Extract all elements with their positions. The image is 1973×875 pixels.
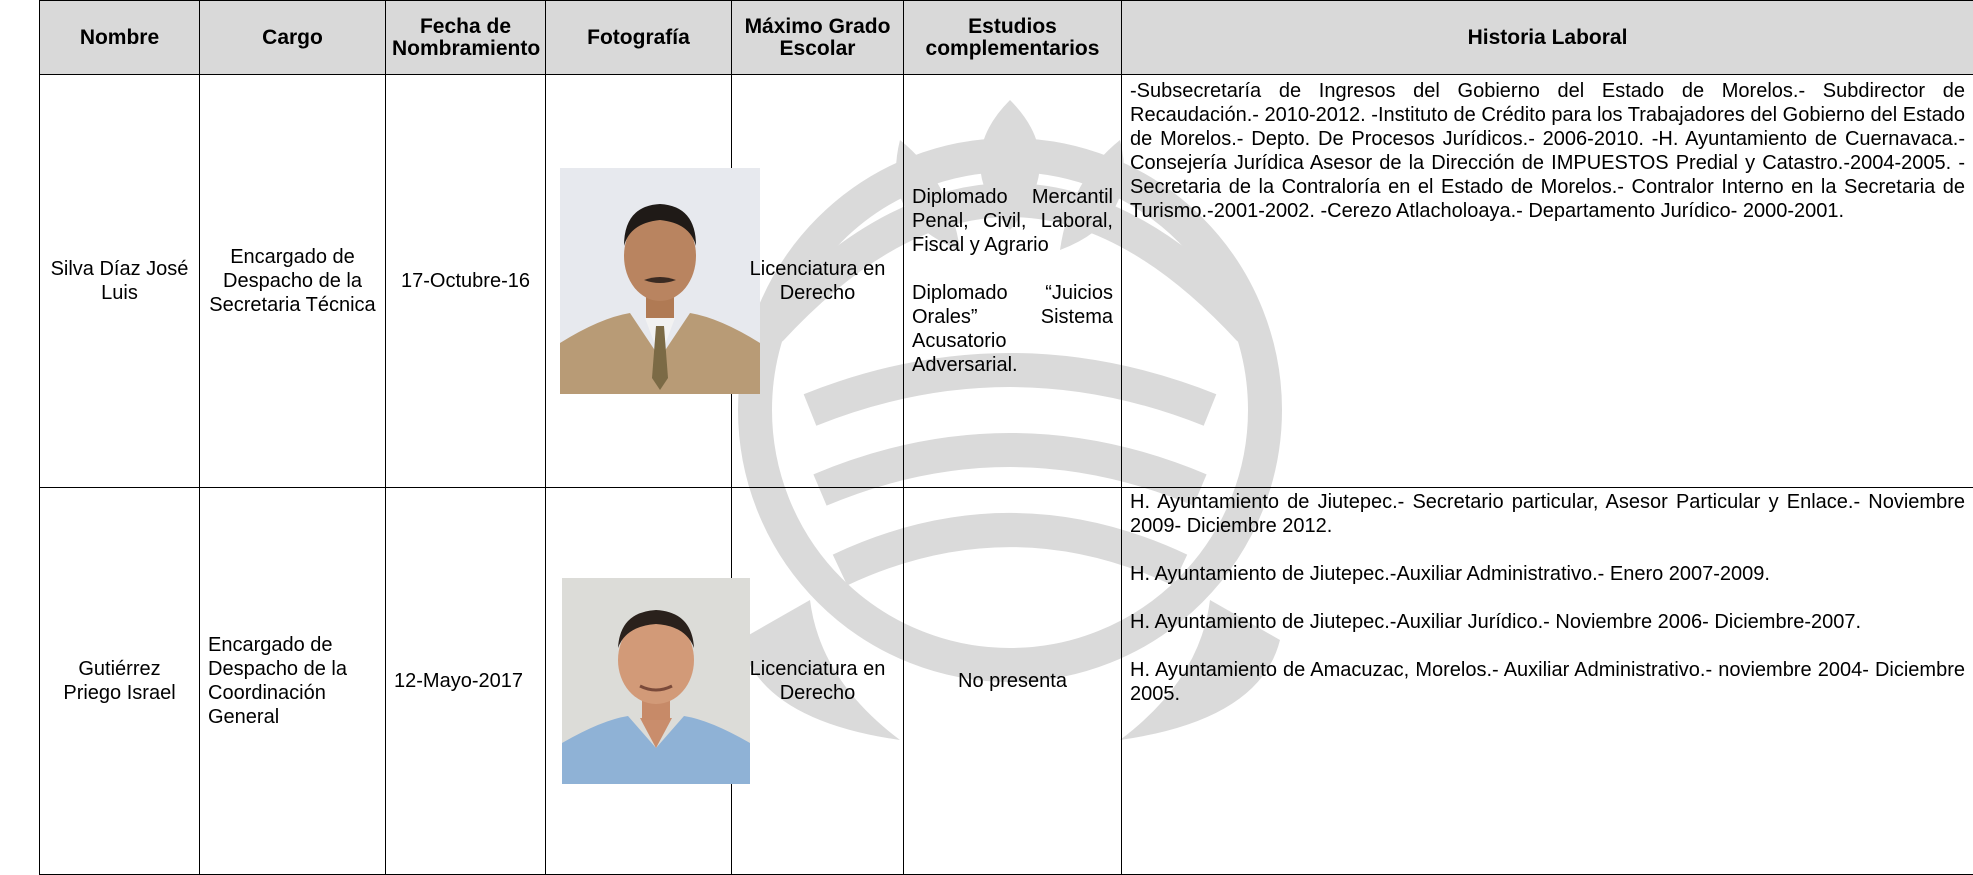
portrait-photo — [560, 168, 760, 394]
cell-fotografia — [546, 75, 732, 488]
cell-cargo: Encargado de Despacho de la Secretaria T… — [200, 75, 386, 488]
historia-item: H. Ayuntamiento de Jiutepec.- Secretario… — [1130, 490, 1965, 538]
header-historia: Historia Laboral — [1122, 1, 1973, 75]
header-estudios: Estudios complementarios — [904, 1, 1122, 75]
portrait-photo — [562, 578, 750, 784]
header-nombre: Nombre — [40, 1, 200, 75]
historia-item: H. Ayuntamiento de Jiutepec.-Auxiliar Ad… — [1130, 562, 1965, 586]
cell-grado: Licenciatura en Derecho — [732, 488, 904, 875]
table-row: Gutiérrez Priego Israel Encargado de Des… — [40, 488, 1973, 875]
header-fotografia: Fotografía — [546, 1, 732, 75]
cell-fotografia — [546, 488, 732, 875]
cell-estudios: Diplomado Mercantil Penal, Civil, Labora… — [904, 75, 1122, 488]
estudios-item: Diplomado “Juicios Orales” Sistema Acusa… — [912, 281, 1113, 377]
cell-nombre: Gutiérrez Priego Israel — [40, 488, 200, 875]
personnel-table: Nombre Cargo Fecha de Nombramiento Fotog… — [39, 0, 1973, 875]
header-grado: Máximo Grado Escolar — [732, 1, 904, 75]
table-row: Silva Díaz José Luis Encargado de Despac… — [40, 75, 1973, 488]
historia-item: H. Ayuntamiento de Amacuzac, Morelos.- A… — [1130, 658, 1965, 706]
header-row: Nombre Cargo Fecha de Nombramiento Fotog… — [40, 1, 1973, 75]
cell-fecha: 12-Mayo-2017 — [386, 488, 546, 875]
cell-historia: H. Ayuntamiento de Jiutepec.- Secretario… — [1122, 488, 1973, 875]
estudios-item: Diplomado Mercantil Penal, Civil, Labora… — [912, 185, 1113, 257]
header-cargo: Cargo — [200, 1, 386, 75]
cell-fecha: 17-Octubre-16 — [386, 75, 546, 488]
header-fecha: Fecha de Nombramiento — [386, 1, 546, 75]
cell-cargo: Encargado de Despacho de la Coordinación… — [200, 488, 386, 875]
cell-nombre: Silva Díaz José Luis — [40, 75, 200, 488]
cell-estudios: No presenta — [904, 488, 1122, 875]
historia-item: H. Ayuntamiento de Jiutepec.-Auxiliar Ju… — [1130, 610, 1965, 634]
cell-historia: -Subsecretaría de Ingresos del Gobierno … — [1122, 75, 1973, 488]
